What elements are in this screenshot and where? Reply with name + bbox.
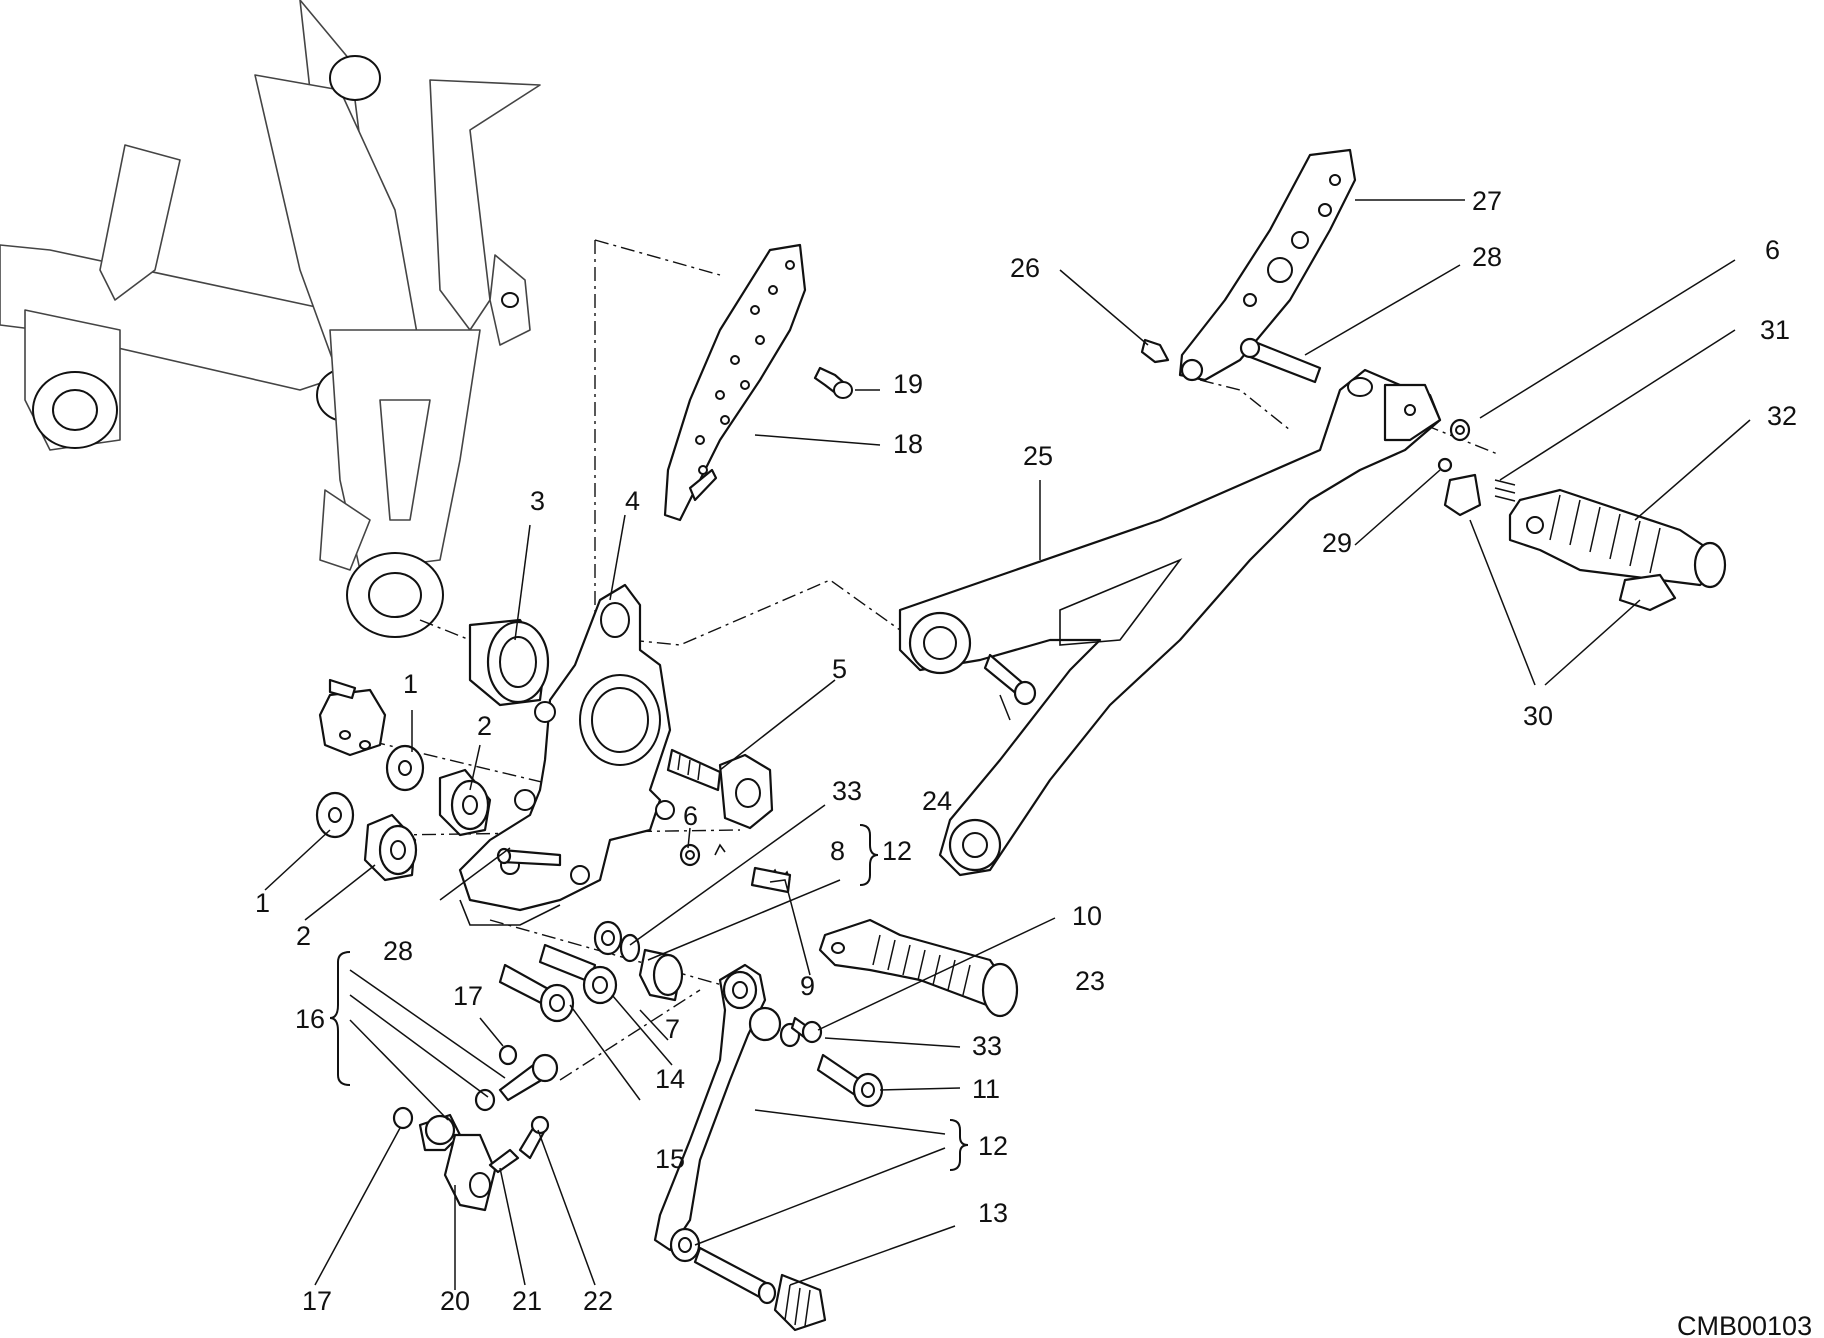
callout-18: 18 [893,429,923,459]
nut-6-left [679,843,701,867]
bushing-3 [468,618,550,707]
callout-26: 26 [1010,253,1040,283]
callout-numbers: 1 1 2 2 3 4 5 6 6 7 8 9 10 11 12 12 13 1… [255,186,1797,1316]
bolts-14-15 [498,943,618,1023]
callout-27: 27 [1472,186,1502,216]
callout-19: 19 [893,369,923,399]
heel-guard-right [1140,148,1357,384]
callout-28-right: 28 [1472,242,1502,272]
callout-2-lower: 2 [296,921,311,951]
footpeg-left [818,918,1019,1018]
left-small-parts [315,678,562,882]
callout-20: 20 [440,1286,470,1316]
callout-21: 21 [512,1286,542,1316]
callout-29: 29 [1322,528,1352,558]
callout-33-lower: 33 [972,1031,1002,1061]
callout-12-lower: 12 [978,1131,1008,1161]
callout-14: 14 [655,1064,685,1094]
callout-10: 10 [1072,901,1102,931]
callout-9: 9 [800,971,815,1001]
footpeg-right [1437,418,1727,612]
callout-6-left: 6 [683,801,698,831]
callout-28-left: 28 [383,936,413,966]
callout-17-lower: 17 [302,1286,332,1316]
gear-lever [653,963,884,1332]
callout-1-upper: 1 [403,669,418,699]
washer-7 [593,920,684,1002]
heel-guard-left [663,243,807,522]
footpeg-bracket-left [458,583,675,926]
callout-13: 13 [978,1198,1008,1228]
shift-linkage [392,1044,559,1212]
bolt-5 [666,748,774,830]
callout-22: 22 [583,1286,613,1316]
callout-16: 16 [295,1004,325,1034]
callout-33-upper: 33 [832,776,862,806]
leader-lines [264,199,1751,1290]
callout-24: 24 [922,786,952,816]
spring-9 [714,843,792,894]
callout-30: 30 [1523,701,1553,731]
callout-3: 3 [530,486,545,516]
callout-15: 15 [655,1144,685,1174]
callout-11: 11 [972,1074,1000,1104]
braces [329,824,969,1171]
passenger-bracket [898,368,1442,877]
callout-31: 31 [1760,315,1790,345]
callout-1-lower: 1 [255,888,270,918]
frame-section [0,0,541,638]
callout-25: 25 [1023,441,1053,471]
callout-23: 23 [1075,966,1105,996]
callout-7: 7 [665,1014,680,1044]
callout-8: 8 [830,836,845,866]
callout-2-upper: 2 [477,711,492,741]
screw-19 [813,366,853,399]
callout-32: 32 [1767,401,1797,431]
callout-5: 5 [832,654,847,684]
callout-4: 4 [625,486,640,516]
callout-12-upper: 12 [882,836,912,866]
callout-17-upper: 17 [453,981,483,1011]
callout-6-right: 6 [1765,235,1780,265]
drawing-code: CMB00103 [1677,1311,1812,1338]
